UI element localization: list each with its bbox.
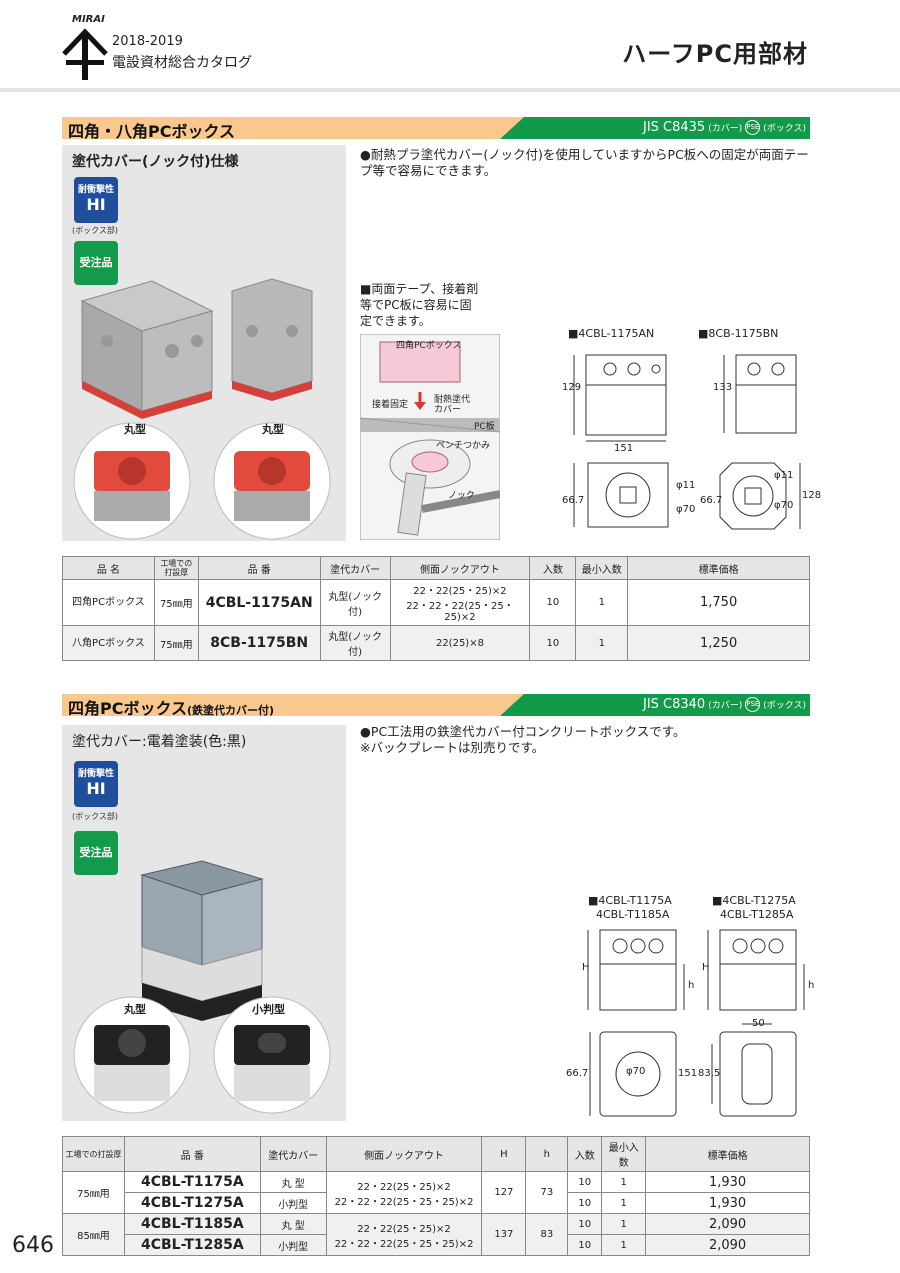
catalog-name: 電設資材総合カタログ (112, 55, 252, 71)
drawing-a-title-2: 4CBL-T1185A (596, 908, 670, 921)
section1-title: 四角・八角PCボックス (68, 122, 235, 141)
page-number: 646 (12, 1233, 54, 1258)
dim-66-7-b: 66.7 (700, 495, 723, 506)
diagram-label-pc: PC板 (474, 422, 495, 432)
dim-129: 129 (562, 382, 582, 393)
section2-title: 四角PCボックス(鉄塗代カバー付) (68, 699, 275, 718)
catalog-year: 2018-2019 (112, 34, 183, 49)
page-title: ハーフPC用部材 (622, 40, 808, 68)
dim-151: 151 (614, 443, 634, 454)
section1-title-bar: 四角・八角PCボックス JIS C8435 (カバー) PSE (ボックス) (62, 117, 810, 141)
dim-H-a: H (582, 962, 590, 973)
section2-dimension-drawings (587, 929, 805, 1117)
photo-label-round-b: 丸型 (262, 423, 284, 436)
photo-label-round-a: 丸型 (124, 423, 146, 436)
table-row: 4CBL-T1275A 小判型 10 1 1,930 (63, 1192, 810, 1214)
dim-h-b: h (808, 980, 815, 991)
mirai-logo-icon (62, 28, 108, 80)
section1-jis: JIS C8435 (カバー) PSE (ボックス) (642, 120, 806, 135)
order-badge: 受注品 (74, 241, 118, 285)
header-divider (0, 88, 900, 92)
diagram-label-fix: 接着固定 (372, 400, 409, 410)
diagram-label-pliers: ペンチつかみ (436, 441, 491, 451)
table-header-row: 品 名 工場での打設厚 品 番 塗代カバー 側面ノックアウト 入数 最小入数 標… (62, 556, 810, 580)
section1-spec-table: 品 名 工場での打設厚 品 番 塗代カバー 側面ノックアウト 入数 最小入数 標… (62, 556, 810, 661)
diagram-label-cover: 耐熱塗代カバー (434, 395, 471, 415)
section2-note: ※バックプレートは別売りです。 (360, 740, 545, 755)
dim-H-b: H (702, 962, 710, 973)
dim-phi11-b: φ11 (774, 470, 794, 481)
section2-product-panel: 塗代カバー:電着塗装(色:黒) 耐衝撃性 HI (ボックス部) 受注品 丸型 小… (62, 725, 346, 1121)
pse-mark-icon: PSE (745, 697, 761, 712)
section2-description: ●PC工法用の鉄塗代カバー付コンクリートボックスです。 (360, 724, 686, 739)
pse-mark-icon: PSE (745, 120, 761, 135)
drawing-a-title: ■4CBL-1175AN (568, 327, 655, 340)
hi-note: (ボックス部) (72, 226, 119, 235)
installation-diagram (360, 334, 500, 540)
section2-product-photo (73, 860, 331, 1114)
section1-diagram-note: ■両面テープ、接着剤等でPC板に容易に固定できます。 (360, 282, 479, 328)
section1-product-photo (73, 278, 331, 540)
brand-name: MIRAI (72, 14, 105, 25)
dim-phi70-b: φ70 (774, 500, 794, 511)
section2-spec-table: 工場での打設厚 品 番 塗代カバー 側面ノックアウト H h 入数 最小入数 標… (62, 1136, 810, 1256)
diagram-label-box: 四角PCボックス (396, 341, 462, 351)
section1-description: ●耐熱プラ塗代カバー(ノック付)を使用していますからPC板への固定が両面テープ等… (360, 147, 809, 178)
order-badge: 受注品 (74, 831, 118, 875)
section1-dimension-drawings (573, 354, 801, 530)
table-header-row: 工場での打設厚 品 番 塗代カバー 側面ノックアウト H h 入数 最小入数 標… (62, 1136, 810, 1172)
hi-badge: 耐衝撃性 HI (74, 177, 118, 223)
drawing-b-title-1: ■4CBL-T1275A (712, 894, 796, 907)
photo-label-round: 丸型 (124, 1003, 146, 1016)
dim-83-5: 83.5 (698, 1068, 721, 1079)
section1-product-panel: 塗代カバー(ノック付)仕様 耐衝撃性 HI (ボックス部) 受注品 丸型 丸型 (62, 145, 346, 541)
dim-151: 151 (678, 1068, 698, 1079)
dim-66-7-a: 66.7 (562, 495, 585, 506)
dim-phi11-a: φ11 (676, 480, 696, 491)
hi-note: (ボックス部) (72, 812, 119, 821)
table-row: 四角PCボックス 75㎜用 4CBL-1175AN 丸型(ノック付) 22・22… (62, 579, 810, 626)
section2-spec-title: 塗代カバー:電着塗装(色:黒) (72, 734, 247, 750)
section2-title-bar: 四角PCボックス(鉄塗代カバー付) JIS C8340 (カバー) PSE (ボ… (62, 694, 810, 718)
photo-label-oval: 小判型 (252, 1003, 285, 1016)
dim-50: 50 (752, 1018, 765, 1029)
section2-jis: JIS C8340 (カバー) PSE (ボックス) (642, 697, 806, 712)
diagram-label-knock: ノック (448, 491, 475, 501)
dim-phi70-a: φ70 (676, 504, 696, 515)
table-row: 八角PCボックス 75㎜用 8CB-1175BN 丸型(ノック付) 22(25)… (62, 625, 810, 661)
section1-spec-title: 塗代カバー(ノック付)仕様 (72, 154, 239, 170)
hi-badge: 耐衝撃性 HI (74, 761, 118, 807)
dim-h-a: h (688, 980, 695, 991)
dim-phi70: φ70 (626, 1066, 646, 1077)
dim-133: 133 (713, 382, 733, 393)
drawing-b-title: ■8CB-1175BN (698, 327, 779, 340)
dim-66-7: 66.7 (566, 1068, 589, 1079)
page-header: MIRAI 2018-2019 電設資材総合カタログ ハーフPC用部材 (0, 0, 900, 88)
drawing-a-title-1: ■4CBL-T1175A (588, 894, 672, 907)
drawing-b-title-2: 4CBL-T1285A (720, 908, 794, 921)
dim-128: 128 (802, 490, 822, 501)
